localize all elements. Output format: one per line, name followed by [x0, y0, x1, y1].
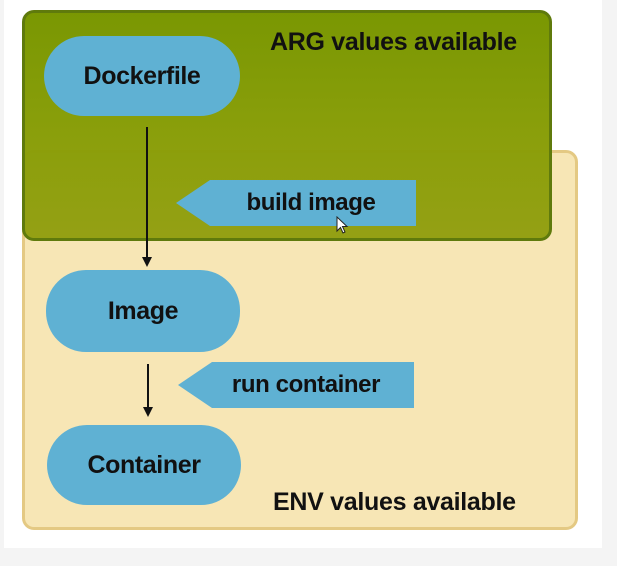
build-image-label: build image: [246, 189, 376, 216]
image-node-label: Image: [107, 296, 179, 325]
arg-region-label: ARG values available: [270, 28, 517, 56]
mouse-pointer-icon: [336, 216, 349, 234]
dockerfile-node: Dockerfile: [44, 36, 240, 116]
build-image-step: build image: [176, 180, 416, 226]
build-image-arrow-shape: [176, 180, 416, 226]
arg-values-region: [22, 10, 552, 241]
run-container-step: run container: [178, 362, 414, 408]
container-node-label: Container: [87, 450, 201, 479]
image-node: Image: [46, 270, 240, 352]
dockerfile-node-label: Dockerfile: [83, 61, 201, 90]
run-container-label: run container: [231, 371, 381, 398]
run-container-arrow-shape: [178, 362, 414, 408]
env-region-label: ENV values available: [273, 488, 516, 516]
container-node: Container: [47, 425, 241, 505]
